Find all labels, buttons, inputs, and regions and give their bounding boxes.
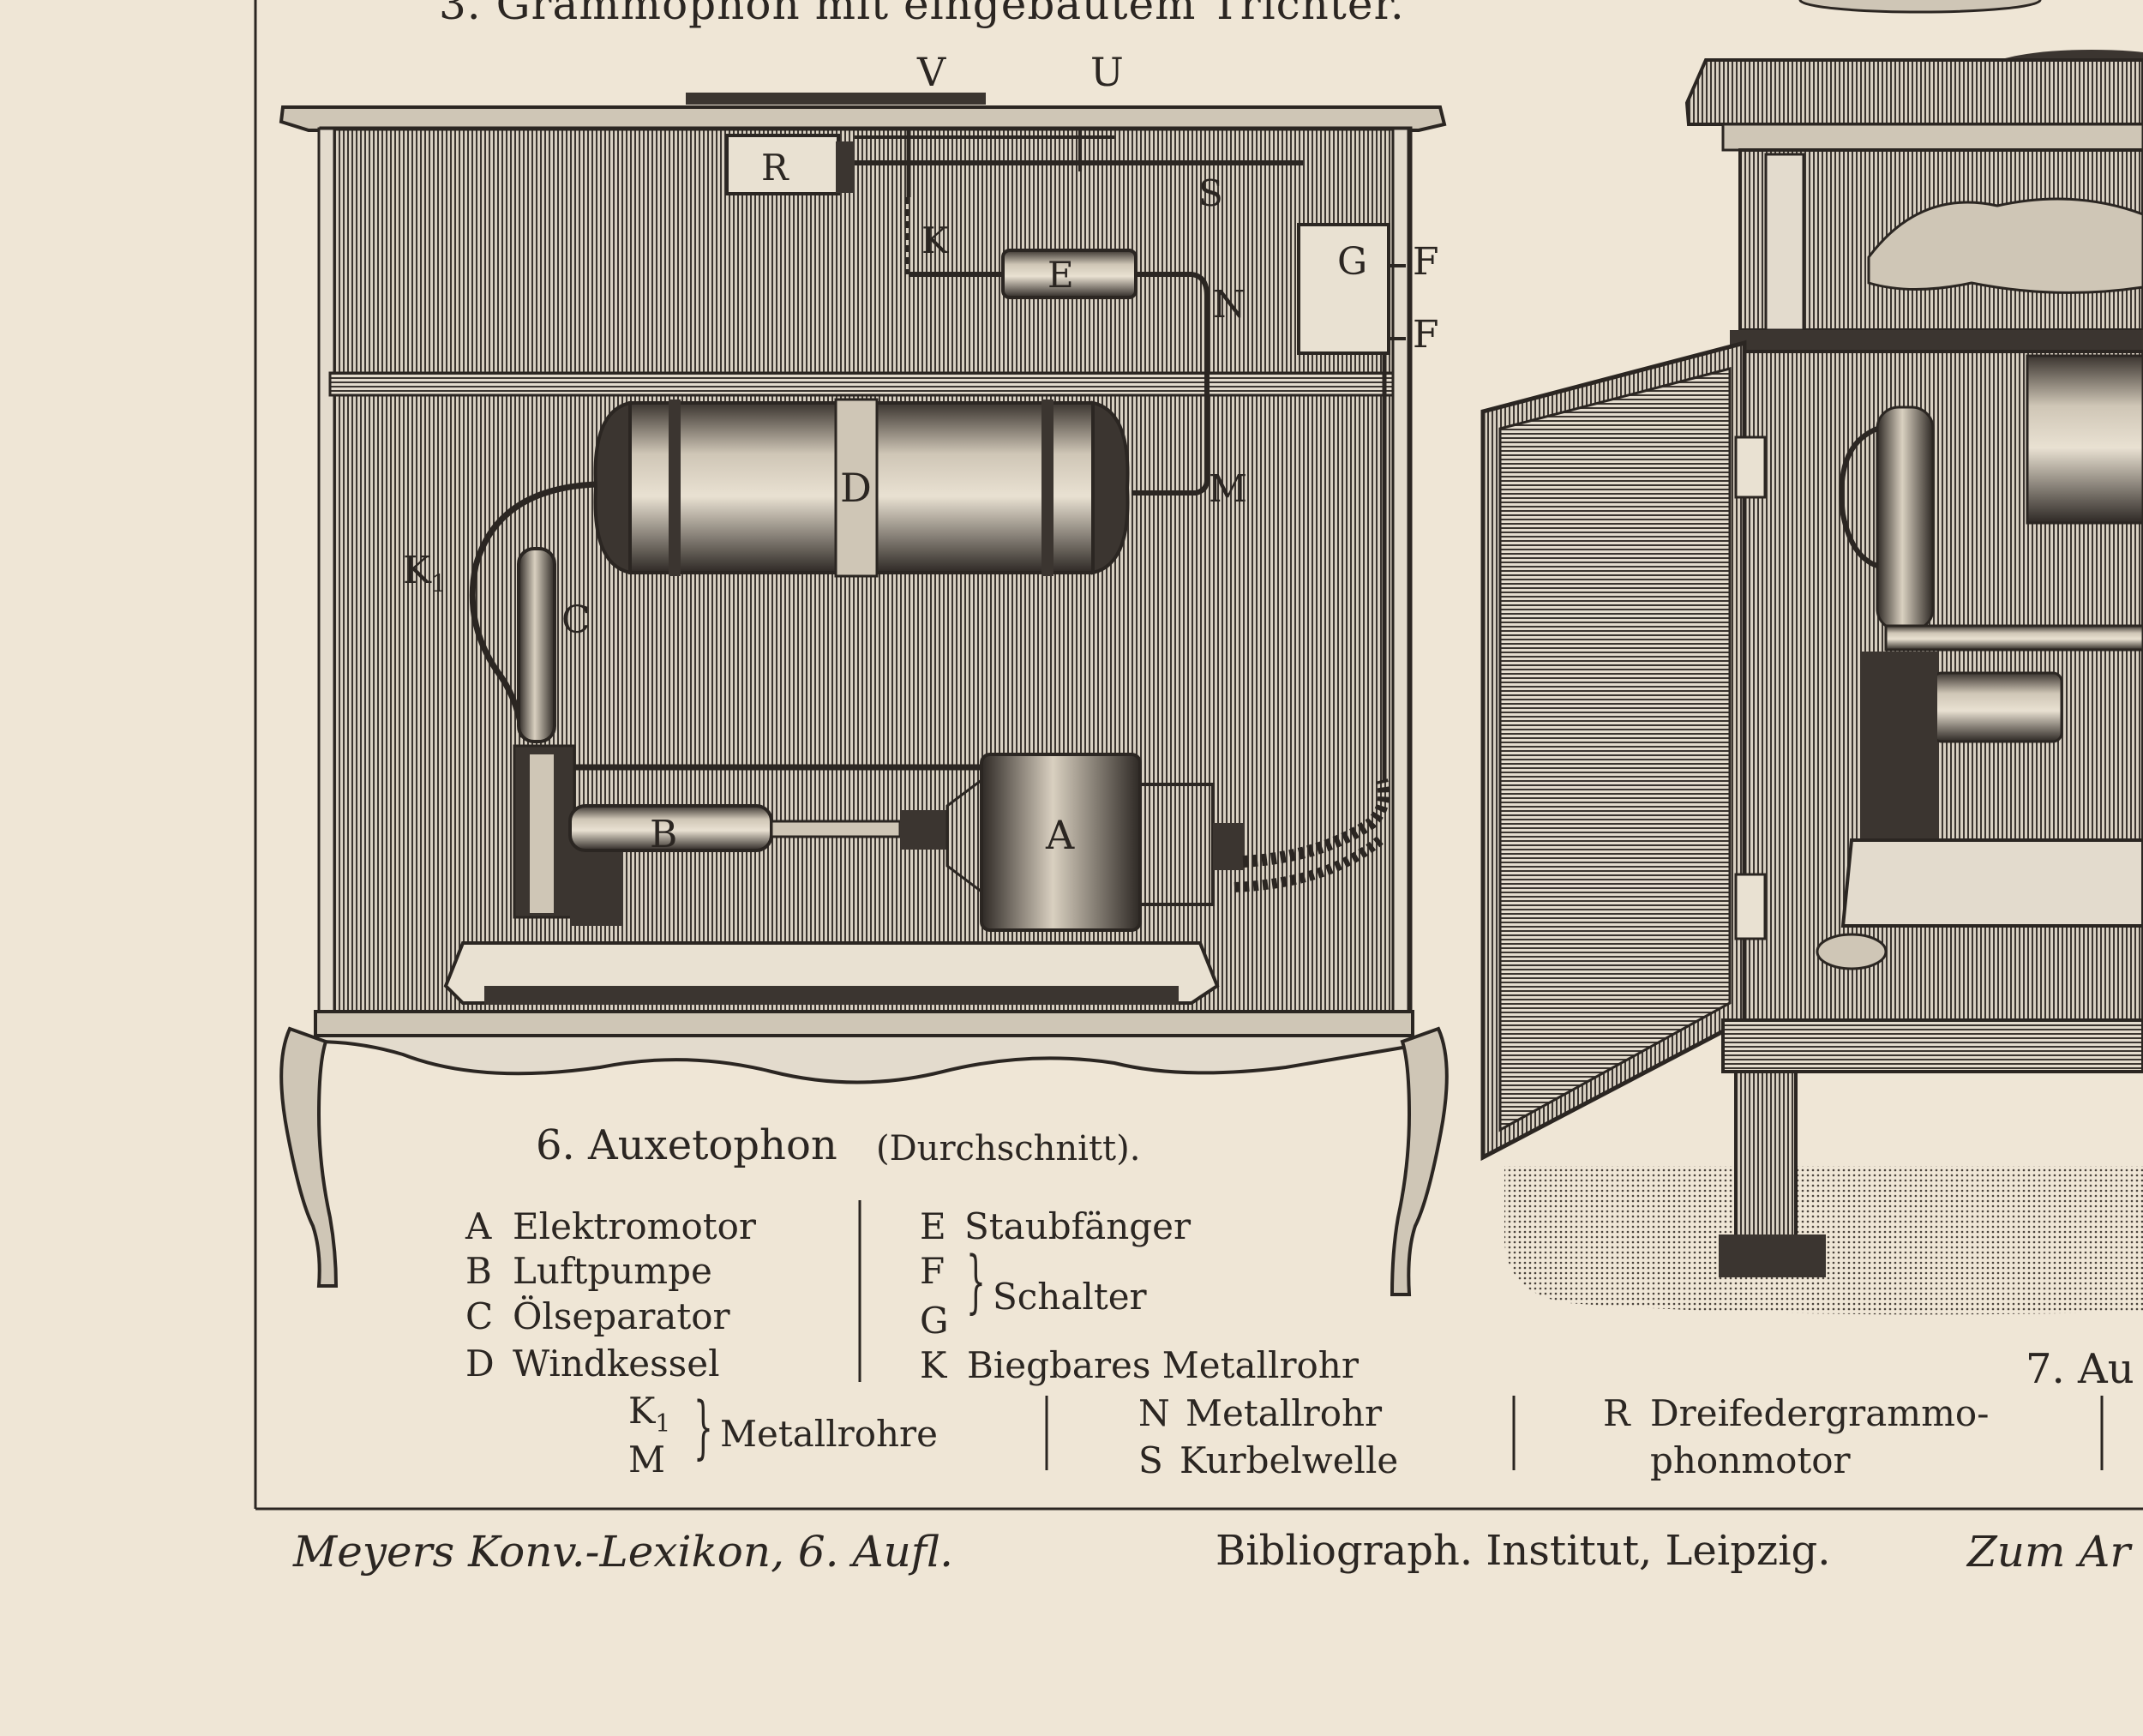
legend-text: Staubfänger [964, 1205, 1192, 1247]
legend-key: B [465, 1250, 492, 1292]
label-B: B [650, 813, 677, 856]
label-F-upper: F [1413, 240, 1439, 284]
legend-key: R [1603, 1392, 1630, 1434]
legend-key: A [465, 1205, 492, 1247]
label-V: V [916, 49, 946, 95]
legend-key-k1: K1 [628, 1390, 671, 1438]
legend-text-schalter: Schalter [993, 1276, 1147, 1318]
footer-publisher: Bibliograph. Institut, Leipzig. [1216, 1527, 1831, 1575]
footer-publication: Meyers Konv.-Lexikon, 6. Aufl. [293, 1527, 954, 1577]
label-A: A [1045, 812, 1075, 858]
legend-key: D [465, 1343, 495, 1385]
legend-text: Biegbares Metallrohr [967, 1344, 1359, 1386]
legend-key-m: M [628, 1439, 666, 1481]
label-U: U [1090, 49, 1124, 95]
label-K1: K1 [403, 549, 447, 598]
figure3-caption: 3. Grammophon mit eingebautem Trichter. [439, 0, 1405, 29]
brace-icon: } [965, 1241, 986, 1321]
legend-key: C [465, 1295, 494, 1337]
legend-key-g: G [920, 1300, 949, 1342]
legend-key: N [1138, 1392, 1170, 1434]
label-S: S [1198, 172, 1223, 214]
legend-key-f: F [920, 1250, 945, 1292]
label-K: K [921, 219, 950, 261]
legend-text: Dreifedergrammo- [1650, 1392, 1990, 1434]
label-C: C [561, 598, 591, 642]
label-M: M [1209, 467, 1247, 511]
part-labels: V U R S K E G F F N D M K1 C B A [403, 49, 1439, 858]
figure6-caption: 6. Auxetophon [536, 1121, 837, 1169]
legend-text: Metallrohr [1186, 1392, 1383, 1434]
legend-text: Ölseparator [513, 1295, 730, 1337]
figure6-caption-sub: (Durchschnitt). [876, 1129, 1141, 1168]
auxetophon-cross-section [279, 93, 1449, 1296]
label-E: E [1047, 254, 1074, 296]
figure7-caption: 7. Au [2026, 1345, 2134, 1393]
legend-key: S [1138, 1439, 1163, 1481]
legend-key: E [920, 1205, 946, 1247]
label-R: R [761, 147, 789, 189]
auxetophon-exterior [1480, 0, 2143, 1315]
label-G: G [1337, 240, 1367, 284]
legend-text: Kurbelwelle [1180, 1439, 1399, 1481]
label-F-lower: F [1413, 313, 1439, 357]
brace-icon: } [693, 1387, 713, 1467]
label-D: D [840, 465, 872, 511]
legend-text: Windkessel [513, 1343, 720, 1385]
legend-text-metallrohre: Metallrohre [720, 1413, 938, 1455]
legend-text-continued: phonmotor [1650, 1439, 1851, 1481]
legend-text: Luftpumpe [513, 1250, 712, 1292]
footer-reference: Zum Ar [1967, 1527, 2131, 1577]
legend-text: Elektromotor [513, 1205, 756, 1247]
label-N: N [1213, 283, 1246, 327]
legend-key: K [920, 1344, 947, 1386]
